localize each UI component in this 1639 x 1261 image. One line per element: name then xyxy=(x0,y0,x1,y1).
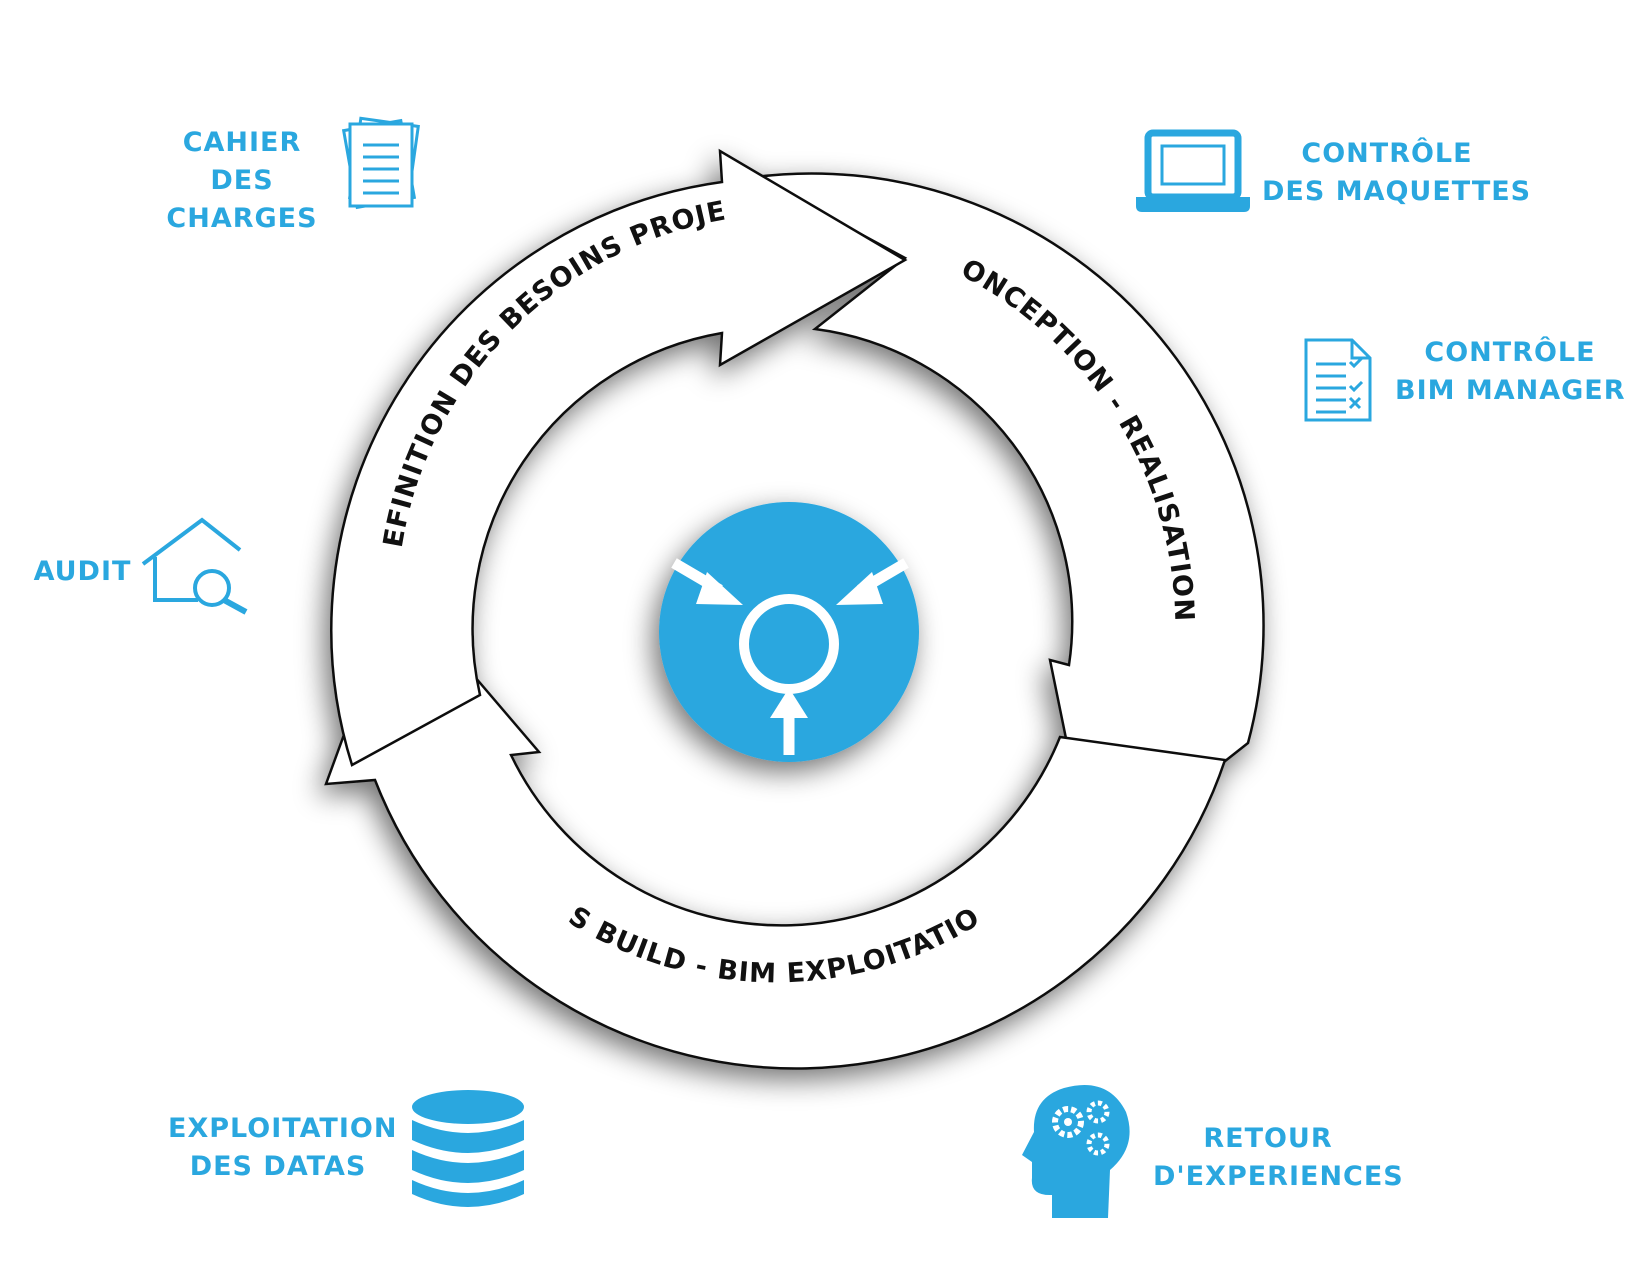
label-exploitation-datas: EXPLOITATION DES DATAS xyxy=(168,1113,398,1182)
head-gears-icon xyxy=(1022,1085,1130,1218)
cycle-arrows xyxy=(324,148,1265,1070)
label-cahier-des-charges: CAHIER DES CHARGES xyxy=(166,127,318,234)
database-icon xyxy=(412,1090,524,1207)
convergence-icon xyxy=(659,502,919,762)
house-search-icon xyxy=(141,517,248,615)
arrow-definition xyxy=(330,148,908,767)
label-controle-bim-manager: CONTRÔLE BIM MANAGER xyxy=(1395,337,1626,406)
documents-stack-icon xyxy=(341,116,420,210)
label-audit: AUDIT xyxy=(33,556,132,587)
checklist-icon xyxy=(1304,338,1372,422)
arrow-exploitation xyxy=(324,584,1227,1070)
laptop-icon xyxy=(1136,129,1250,212)
label-retour-experiences: RETOUR D'EXPERIENCES xyxy=(1153,1123,1404,1192)
arrow-conception xyxy=(750,172,1265,869)
label-controle-maquettes: CONTRÔLE DES MAQUETTES xyxy=(1262,138,1532,207)
